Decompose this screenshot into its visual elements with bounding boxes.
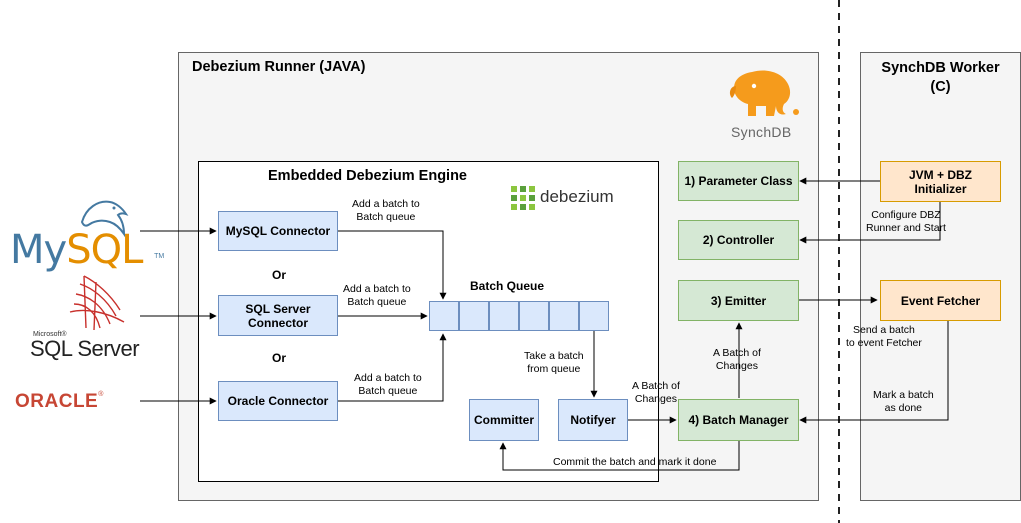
synchdb-worker-panel [860, 52, 1021, 501]
sqlserver-connector-box[interactable]: SQL Server Connector [218, 295, 338, 336]
queue-cell [489, 301, 519, 331]
jvm-dbz-initializer-box[interactable]: JVM + DBZ Initializer [880, 161, 1001, 202]
oracle-logo-reg: ® [98, 391, 104, 398]
emitter-box[interactable]: 3) Emitter [678, 280, 799, 321]
mysql-logo-tm: TM [154, 253, 165, 260]
sqlserver-emblem-icon [69, 275, 125, 331]
dashed-separator [838, 0, 840, 523]
label-add-batch-3: Add a batch to Batch queue [354, 372, 422, 397]
mysql-logo-my: My [10, 227, 67, 273]
label-mark-done: Mark a batch as done [873, 389, 934, 414]
oracle-connector-box[interactable]: Oracle Connector [218, 381, 338, 421]
committer-box[interactable]: Committer [469, 399, 539, 441]
synchdb-elephant-icon [729, 70, 799, 116]
label-batch-changes-1: A Batch of Changes [632, 380, 680, 405]
arrow-manager-to-committer [499, 441, 740, 471]
sqlserver-logo-text: SQL Server [30, 336, 140, 361]
mysql-connector-box[interactable]: MySQL Connector [218, 211, 338, 251]
worker-title-line2: (C) [930, 79, 951, 95]
arrow-oracle-to-queue [338, 333, 447, 402]
mysql-logo-text: MySQL [10, 227, 154, 273]
label-add-batch-2: Add a batch to Batch queue [343, 283, 411, 308]
mysql-dolphin-icon [80, 200, 129, 238]
event-fetcher-box[interactable]: Event Fetcher [880, 280, 1001, 321]
or-label-2: Or [272, 351, 287, 365]
jvm-line2: Initializer [914, 181, 967, 196]
jvm-line1: JVM + DBZ [908, 167, 972, 182]
oracle-logo-text: ORACLE [15, 391, 99, 412]
label-configure: Configure DBZ Runner and Start [866, 209, 946, 234]
label-send-batch: Send a batch to event Fetcher [846, 324, 922, 349]
parameter-class-box[interactable]: 1) Parameter Class [678, 161, 799, 201]
label-batch-changes-2: A Batch of Changes [713, 347, 761, 372]
controller-box[interactable]: 2) Controller [678, 220, 799, 260]
oracle-logo: ORACLE® [15, 391, 103, 413]
batch-queue-title: Batch Queue [470, 279, 545, 293]
queue-cell [579, 301, 609, 331]
mysql-logo: MySQL TM [10, 227, 164, 277]
arrow-mysql-to-queue [338, 230, 447, 300]
queue-cell [519, 301, 549, 331]
label-take-batch: Take a batch from queue [524, 350, 584, 375]
batch-manager-box[interactable]: 4) Batch Manager [678, 399, 799, 441]
queue-cell [549, 301, 579, 331]
worker-title: SynchDB Worker (C) [860, 59, 1021, 97]
debezium-logo-text: debezium [540, 187, 614, 206]
synchdb-logo-text: SynchDB [731, 124, 792, 140]
arrow-jvm-to-controller [799, 202, 941, 244]
notifyer-box[interactable]: Notifyer [558, 399, 628, 441]
mysql-logo-sql: SQL [66, 227, 143, 273]
label-add-batch-1: Add a batch to Batch queue [352, 198, 420, 223]
arrow-fetcher-to-manager [799, 321, 949, 424]
queue-cell [429, 301, 459, 331]
or-label-1: Or [272, 268, 287, 282]
runner-title: Debezium Runner (JAVA) [192, 59, 366, 75]
sqlserver-connector-line2: Connector [248, 315, 308, 330]
batch-queue [429, 301, 609, 331]
queue-cell [459, 301, 489, 331]
label-commit-done: Commit the batch and mark it done [553, 456, 717, 468]
sqlserver-microsoft-text: Microsoft® [33, 331, 67, 338]
sqlserver-connector-line1: SQL Server [245, 301, 311, 316]
debezium-logo-icon [511, 186, 535, 210]
engine-title: Embedded Debezium Engine [268, 168, 467, 184]
worker-title-line1: SynchDB Worker [881, 60, 1000, 76]
